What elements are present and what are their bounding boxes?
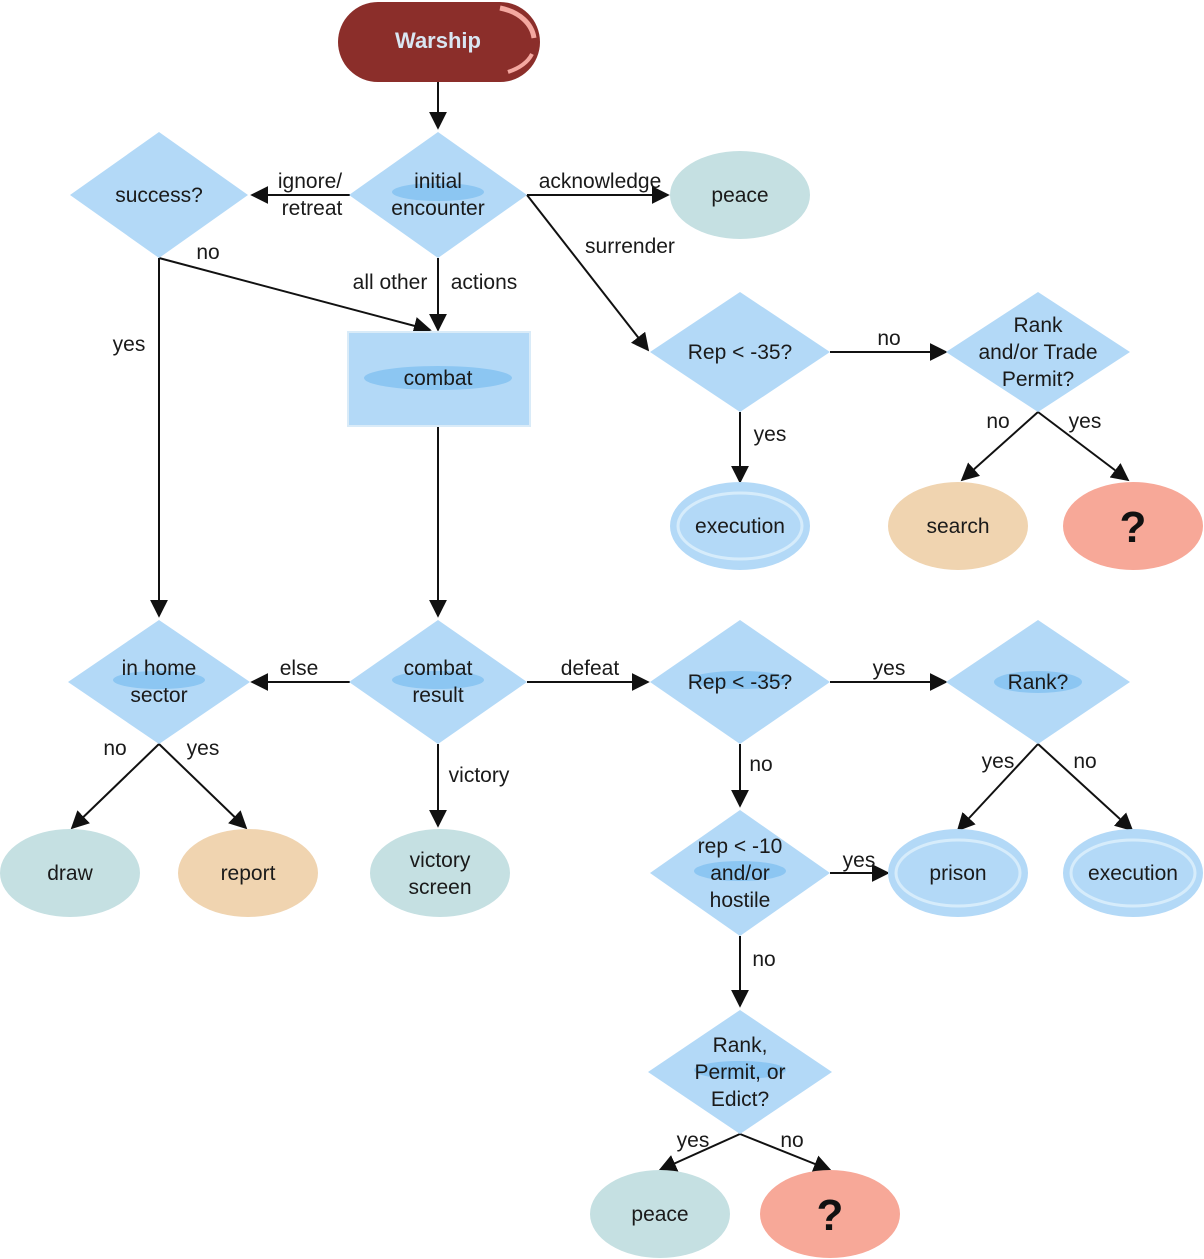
edge-rank-trade-question — [1037, 411, 1130, 482]
edge-label-rep-top-no: no — [877, 327, 900, 350]
draw-label: draw — [47, 862, 93, 885]
in-home-sector-diamond: in home sector — [68, 620, 250, 744]
execution-mid-oval: execution — [1063, 829, 1203, 917]
initial-encounter-diamond: initial encounter — [349, 132, 527, 258]
edge-label-rank-mid-no: no — [1073, 750, 1096, 773]
execution-top-label: execution — [695, 515, 785, 538]
edge-rank-permit-question — [739, 1133, 832, 1173]
rank-permit-label-2: Permit, or — [694, 1061, 785, 1084]
rep-mid-diamond: Rep < -35? — [650, 620, 830, 744]
rep-top-label: Rep < -35? — [688, 341, 793, 364]
rank-permit-label-3: Edict? — [711, 1088, 769, 1111]
rank-mid-label: Rank? — [1008, 671, 1069, 694]
question-top-label: ? — [1120, 503, 1147, 552]
rep10-label-3: hostile — [710, 889, 771, 912]
question-top-oval: ? — [1063, 482, 1203, 570]
success-label: success? — [115, 184, 203, 207]
rep-top-diamond: Rep < -35? — [650, 292, 830, 412]
edge-label-inhome-no: no — [103, 737, 126, 760]
prison-oval: prison — [888, 829, 1028, 917]
initial-encounter-label-2: encounter — [391, 197, 484, 220]
question-bottom-label: ? — [817, 1191, 844, 1240]
prison-label: prison — [929, 862, 986, 885]
in-home-label-2: sector — [130, 684, 187, 707]
rank-permit-label-1: Rank, — [713, 1034, 768, 1057]
in-home-label-1: in home — [122, 657, 197, 680]
edge-label-rank-permit-no: no — [780, 1129, 803, 1152]
combat-result-label-2: result — [412, 684, 464, 707]
edge-label-ignore: ignore/ — [278, 170, 342, 193]
edge-success-combat — [158, 257, 432, 335]
combat-result-label-1: combat — [404, 657, 473, 680]
edge-label-inhome-yes: yes — [187, 737, 220, 760]
rank-trade-label-3: Permit? — [1002, 368, 1074, 391]
edge-rank-trade-search — [960, 411, 1039, 482]
edge-label-surrender: surrender — [585, 235, 675, 258]
victory-screen-label-1: victory — [410, 849, 471, 872]
edge-rank-permit-peace — [658, 1133, 741, 1172]
edge-label-all-other: all other — [353, 271, 428, 294]
question-bottom-oval: ? — [760, 1170, 900, 1258]
rank-trade-label-2: and/or Trade — [978, 341, 1097, 364]
rank-mid-diamond: Rank? — [946, 620, 1130, 744]
edge-label-victory: victory — [449, 764, 510, 787]
rank-permit-diamond: Rank, Permit, or Edict? — [648, 1010, 832, 1134]
warship-start-node: Warship — [338, 2, 540, 82]
peace-bottom-label: peace — [631, 1203, 688, 1226]
execution-mid-label: execution — [1088, 862, 1178, 885]
edge-label-success-yes: yes — [113, 333, 146, 356]
combat-result-diamond: combat result — [349, 620, 527, 744]
search-label: search — [926, 515, 989, 538]
search-oval: search — [888, 482, 1028, 570]
edge-label-defeat: defeat — [561, 657, 620, 680]
edge-initial-rep-top — [526, 194, 650, 352]
success-diamond: success? — [70, 132, 248, 258]
edge-label-rank-mid-yes: yes — [982, 750, 1015, 773]
edge-label-rank-trade-yes: yes — [1069, 410, 1102, 433]
edges — [70, 82, 1134, 1173]
initial-encounter-label-1: initial — [414, 170, 462, 193]
edge-label-acknowledge: acknowledge — [539, 170, 662, 193]
edge-label-rep-mid-yes: yes — [873, 657, 906, 680]
peace-bottom-oval: peace — [590, 1170, 730, 1258]
edge-labels: ignore/ retreat acknowledge surrender no… — [103, 170, 1101, 1152]
combat-process-box: combat — [347, 331, 531, 427]
rep10-diamond: rep < -10 and/or hostile — [650, 810, 830, 936]
victory-screen-label-2: screen — [408, 876, 471, 899]
rank-trade-label-1: Rank — [1013, 314, 1063, 337]
rank-trade-diamond: Rank and/or Trade Permit? — [946, 292, 1130, 412]
edge-label-success-no: no — [196, 241, 219, 264]
edge-label-retreat: retreat — [282, 197, 343, 220]
edge-label-rank-trade-no: no — [986, 410, 1009, 433]
combat-label: combat — [404, 367, 473, 390]
edge-rank-execution — [1037, 743, 1134, 832]
edge-label-rep10-no: no — [752, 948, 775, 971]
edge-label-rep-mid-no: no — [749, 753, 772, 776]
edge-label-rep-top-yes: yes — [754, 423, 787, 446]
edge-label-else: else — [280, 657, 319, 680]
edge-rank-prison — [956, 743, 1039, 832]
report-oval: report — [178, 829, 318, 917]
edge-label-rep10-yes: yes — [843, 849, 876, 872]
peace-top-oval: peace — [670, 151, 810, 239]
edge-label-rank-permit-yes: yes — [677, 1129, 710, 1152]
peace-top-label: peace — [711, 184, 768, 207]
report-label: report — [221, 862, 276, 885]
edge-label-actions: actions — [451, 271, 518, 294]
rep-mid-label: Rep < -35? — [688, 671, 793, 694]
victory-screen-oval: victory screen — [370, 829, 510, 917]
warship-label: Warship — [395, 28, 481, 53]
rep10-label-2: and/or — [710, 862, 770, 885]
execution-top-oval: execution — [670, 482, 810, 570]
rep10-label-1: rep < -10 — [698, 835, 783, 858]
draw-oval: draw — [0, 829, 140, 917]
edge-inhome-report — [158, 743, 248, 830]
edge-inhome-draw — [70, 743, 160, 830]
